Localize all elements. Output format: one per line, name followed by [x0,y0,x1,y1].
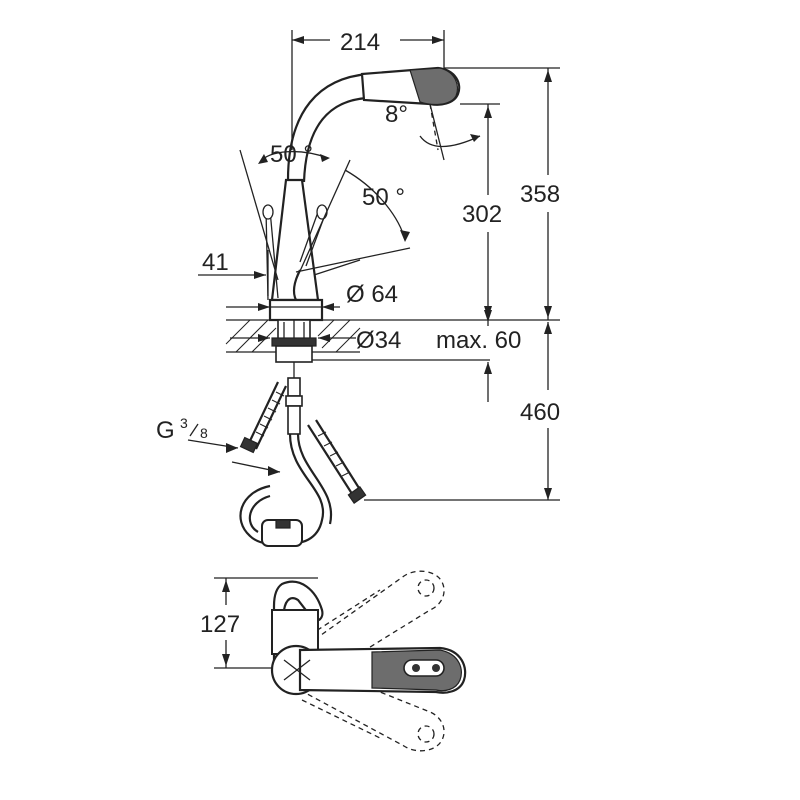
dim-50deg-right-label: 50 ° [362,184,405,211]
dim-127-label: 127 [200,611,240,638]
dim-lever-angles: 50 ° 50 ° [239,141,411,281]
faucet-body [262,178,328,322]
countertop-section: Ø34 max. 60 [225,310,560,402]
dim-50deg-left-label: 50 ° [270,141,313,168]
thread-num-label: 3 [180,415,188,431]
dim-358-label: 358 [520,181,560,208]
dim-max60-label: max. 60 [436,327,521,354]
dim-41-label: 41 [202,249,229,276]
dim-8deg-label: 8° [385,101,408,128]
plan-view: 127 [200,570,467,752]
dim-offsets: 41 Ø 64 [198,249,398,311]
dim-hose-length: 460 [520,322,560,500]
thread-label: G 3 8 [156,415,208,444]
dim-460-label: 460 [520,399,560,426]
spout-side [286,66,461,183]
under-counter-hoses [187,362,560,547]
dim-64-label: Ø 64 [346,281,398,308]
dim-214-label: 214 [340,29,380,56]
dim-heights: 302 358 [444,67,560,320]
dim-spout-reach: 214 [291,29,445,150]
dim-34-label: Ø34 [356,327,401,354]
dim-spray-angle: 8° [385,101,481,148]
dim-302-label: 302 [462,201,502,228]
thread-den-label: 8 [200,425,208,441]
thread-g-label: G [156,417,175,444]
